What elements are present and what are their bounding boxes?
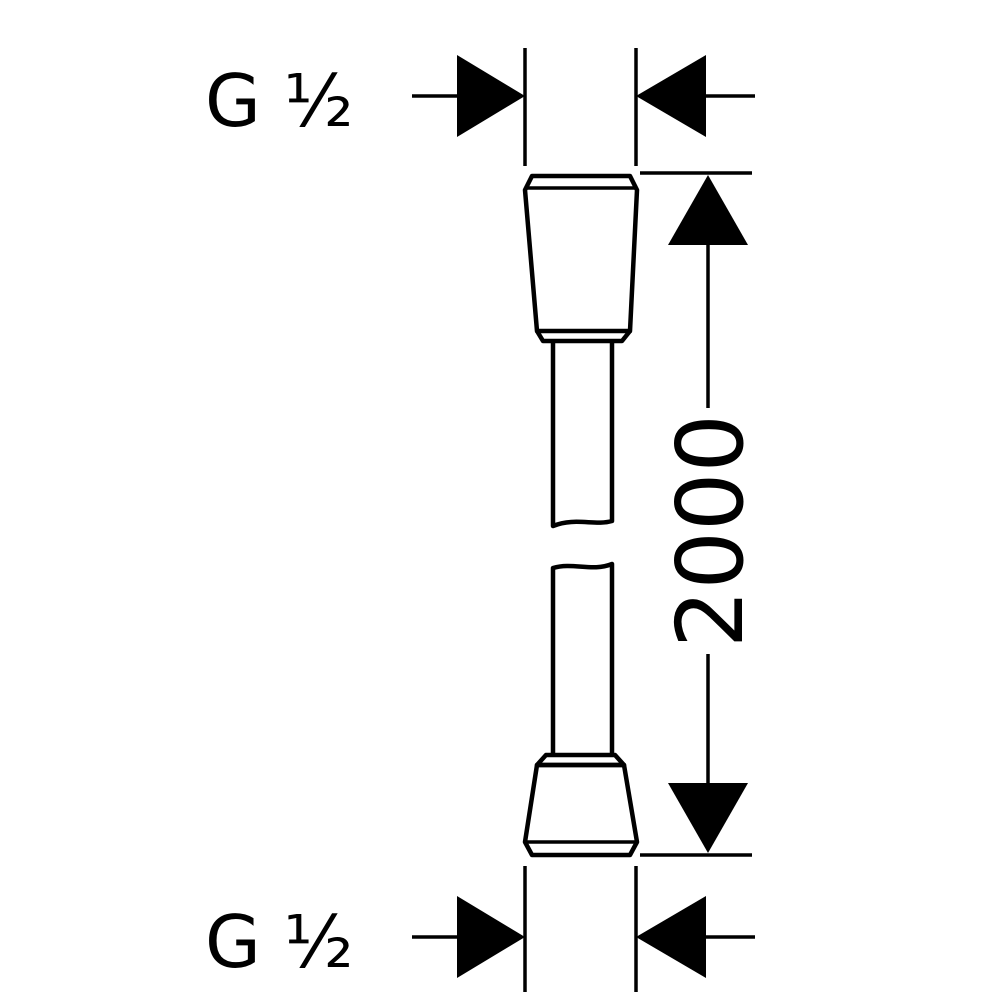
top-collar bbox=[535, 329, 632, 344]
length-dimension-value: 2000 bbox=[657, 414, 764, 648]
length-bottom-arrow bbox=[668, 783, 748, 853]
upper-hose-section bbox=[550, 341, 615, 529]
length-top-arrow bbox=[668, 175, 748, 245]
top-thread-dimension: G ½ bbox=[205, 48, 755, 166]
bottom-nut bbox=[522, 762, 640, 858]
bottom-thread-label: G ½ bbox=[205, 900, 353, 984]
bottom-left-arrow bbox=[457, 896, 525, 978]
bottom-thread-dimension: G ½ bbox=[205, 866, 755, 992]
length-dimension: 2000 bbox=[640, 171, 764, 857]
top-right-arrow bbox=[636, 55, 706, 137]
shower-hose bbox=[522, 173, 640, 858]
bottom-right-arrow bbox=[636, 896, 706, 978]
top-left-arrow bbox=[457, 55, 525, 137]
lower-hose-section bbox=[550, 561, 615, 755]
top-nut bbox=[522, 173, 640, 334]
top-thread-label: G ½ bbox=[205, 59, 353, 143]
